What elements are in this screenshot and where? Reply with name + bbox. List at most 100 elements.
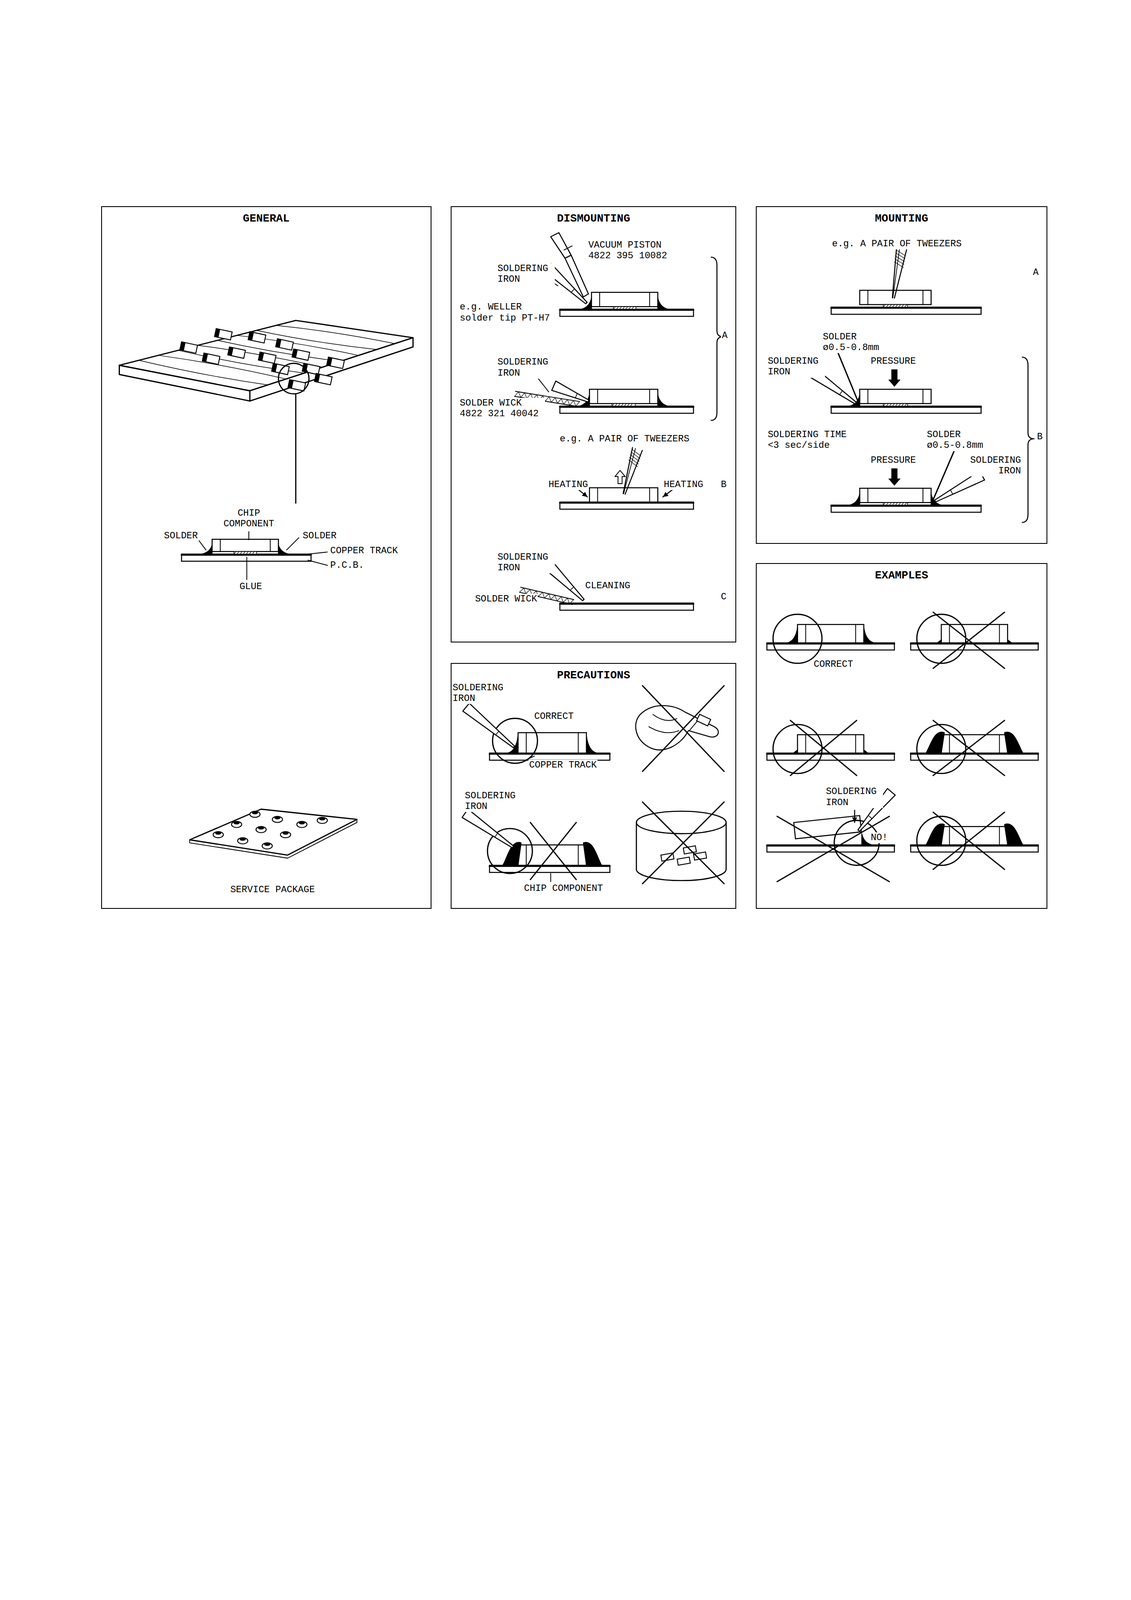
chip-cap [922, 389, 924, 404]
callout-label: HEATING [547, 479, 589, 490]
packaged-chip [212, 831, 224, 838]
wrong-cross [642, 801, 724, 884]
solder-fillet [1007, 639, 1012, 643]
glue-hatch [901, 403, 904, 406]
pcb-section [181, 553, 311, 562]
callout-label: PRESSURE [869, 454, 917, 466]
board-chip-cap [275, 338, 282, 348]
chip-cap [649, 487, 651, 502]
chip-component [518, 844, 587, 866]
glue-hatch [625, 306, 628, 309]
board-chip-cap [214, 328, 221, 338]
leader-line [308, 551, 328, 554]
solder-fillet [849, 493, 860, 505]
copper-track [766, 844, 895, 847]
board-chip [179, 341, 198, 354]
callout-label: SOLDERING IRON [496, 551, 555, 574]
leader-line [246, 556, 248, 580]
glue-hatch [612, 403, 615, 406]
board-chip-cap [202, 352, 208, 362]
pcb-section [910, 752, 1039, 761]
glue [883, 403, 908, 406]
glue-hatch [619, 306, 622, 309]
glue-hatch [630, 403, 633, 406]
board-chip [288, 379, 306, 391]
solder-fillet [926, 731, 945, 753]
chip-cap [577, 844, 579, 866]
wrong-cross [932, 720, 1005, 776]
pcb-section [830, 405, 981, 414]
iron-ring [571, 288, 575, 293]
chip-component [793, 815, 862, 839]
arrow-head [581, 491, 588, 497]
callout-label: SOLDERING IRON [451, 682, 511, 705]
glue-hatch [883, 502, 886, 505]
tweezers-grip [631, 451, 641, 459]
vacuum-piston [565, 255, 589, 298]
iron-ring [839, 390, 843, 395]
callout-label: CHIP COMPONENT [523, 883, 604, 894]
glue-hatch [628, 306, 631, 309]
board-chip [326, 357, 344, 369]
solder-fillet [583, 842, 602, 866]
panel-title: DISMOUNTING [451, 212, 736, 226]
zoom-line [295, 393, 297, 504]
wrong-cross [932, 720, 1005, 776]
detail-circle [772, 724, 823, 774]
iron-ring [495, 833, 498, 837]
service-package-edge [189, 819, 357, 858]
board-chip-cap [227, 346, 234, 356]
tweezers-grip [895, 256, 905, 262]
container-lid [636, 810, 726, 834]
glue-hatch [895, 304, 898, 308]
leader-line [550, 873, 551, 882]
callout-label: CORRECT [812, 658, 854, 670]
chip-cap [949, 734, 951, 753]
chip-cap [867, 488, 869, 503]
packaged-chip [237, 837, 248, 844]
packaged-chip [231, 821, 242, 828]
chip-component [797, 624, 864, 643]
solder-fillet [863, 627, 875, 643]
chip-cap [855, 624, 857, 643]
chip-cap [597, 487, 598, 502]
chip-cap [999, 624, 1000, 643]
detail-circle [916, 724, 966, 774]
pcb-section [559, 603, 694, 611]
board-chip [247, 331, 266, 344]
hand-fingers [648, 714, 700, 733]
callout-label: B [1036, 431, 1044, 443]
board-chip [291, 348, 310, 361]
vacuum-piston-ring [563, 245, 572, 251]
wrong-cross [777, 816, 890, 882]
callout-label: SOLDERING IRON [824, 786, 884, 808]
glue-hatch [246, 551, 249, 554]
callout-label: SOLDER [301, 530, 338, 542]
leader-line [248, 531, 250, 540]
chip-cap [577, 732, 579, 753]
panel-title: MOUNTING [756, 212, 1047, 226]
tweezers-grip [632, 448, 642, 456]
board-chip [314, 373, 333, 385]
packaged-chip-top [251, 810, 258, 814]
board-chip-cap [288, 379, 294, 389]
tweezers-grip [628, 460, 638, 467]
solder-fillet [1004, 823, 1024, 845]
wrong-cross [777, 816, 890, 882]
chip-component [859, 488, 931, 503]
callout-label: NO! [869, 832, 889, 843]
board-track [139, 360, 269, 385]
leader-line [286, 537, 299, 551]
packaged-chip-top [258, 826, 265, 830]
panel-title: GENERAL [102, 212, 431, 226]
tweezers [625, 450, 643, 494]
wrong-cross [932, 612, 1005, 668]
detail-circle [916, 614, 966, 664]
chip-cap [867, 290, 869, 305]
iron-ring [495, 731, 499, 735]
callout-label: CHIP COMPONENT [219, 507, 278, 530]
pcb-edge [249, 337, 413, 401]
glue-hatch [892, 403, 895, 406]
glue-hatch [615, 403, 618, 406]
glue-hatch [901, 304, 904, 308]
